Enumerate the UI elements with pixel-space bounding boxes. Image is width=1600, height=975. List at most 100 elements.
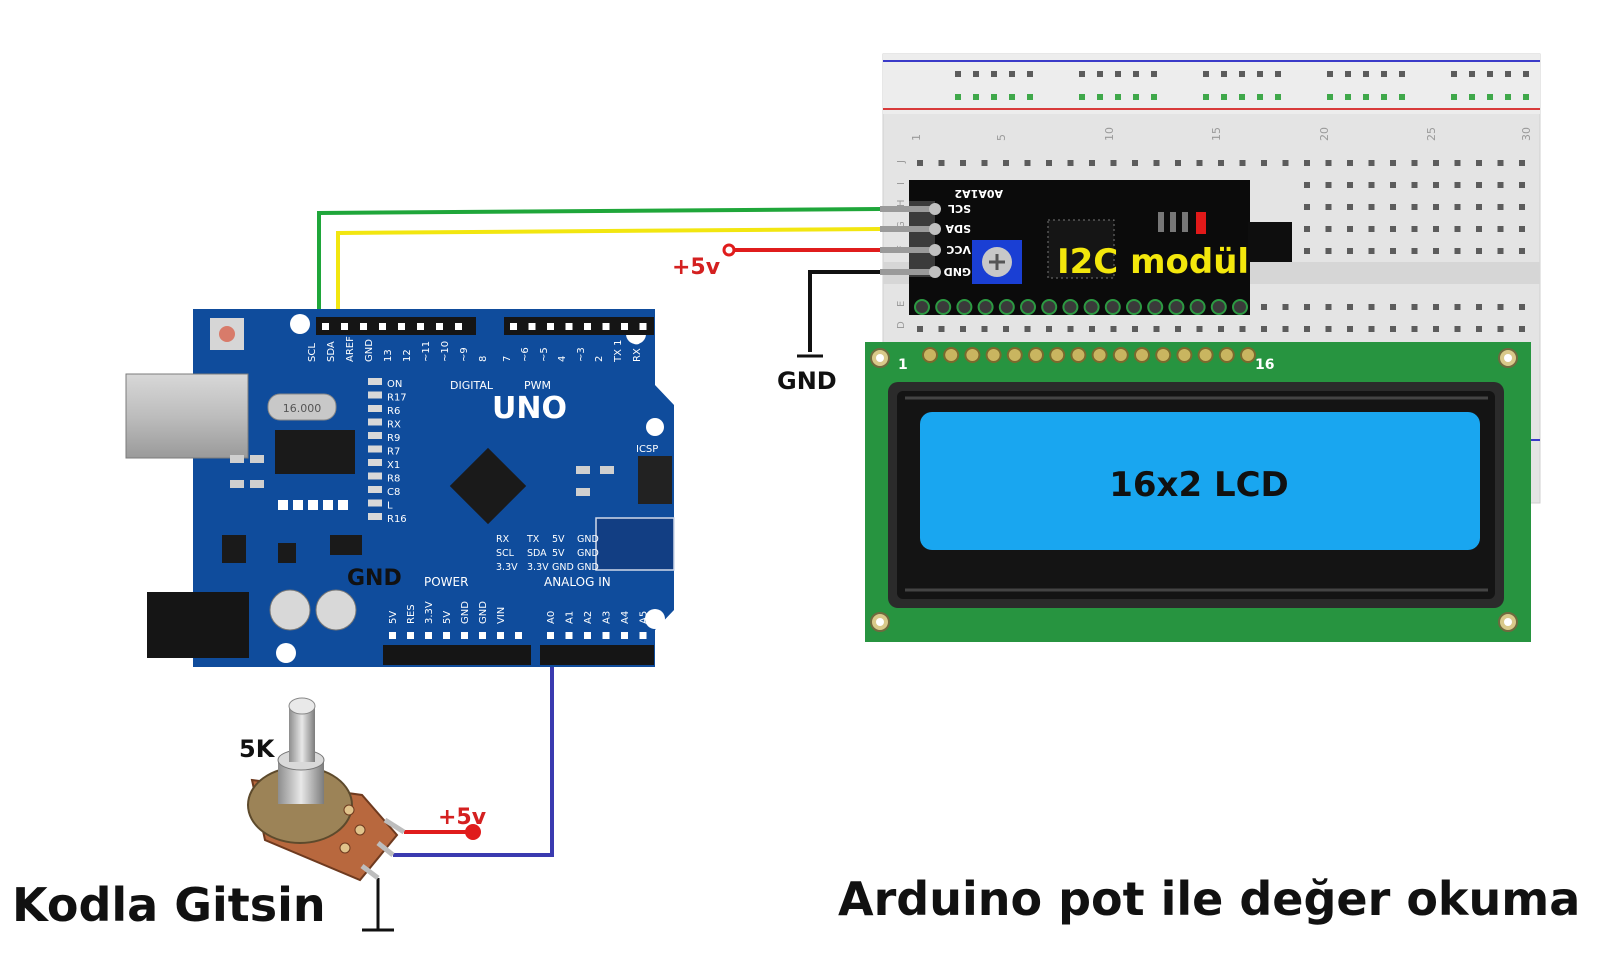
pot-5v-terminal [465, 824, 481, 840]
lcd-pin-16-label: 16 [1255, 357, 1274, 373]
led-label: R6 [387, 406, 400, 417]
i2c-pin-labels: SCL SDA VCC GND [944, 202, 971, 278]
label-5v-pot: +5v [438, 805, 487, 830]
i2c-module-label: I2C modül [1057, 242, 1249, 282]
header-pin-label: ~11 [421, 341, 432, 362]
led-label: R17 [387, 393, 407, 404]
analog-pin-label: A3 [602, 611, 613, 624]
breadboard-column-label: 15 [1210, 127, 1223, 141]
header-pin-label: 13 [383, 349, 394, 362]
usb-chip [275, 430, 355, 474]
analog-pin-label: A5 [639, 611, 650, 624]
i2c-pin-label: VCC [946, 243, 971, 256]
breadboard-row-label: E [896, 301, 907, 307]
crystal [267, 393, 337, 421]
digital-header-right [504, 317, 654, 335]
pot-pin-2 [376, 841, 395, 857]
i2c-pin-label: SCL [948, 202, 971, 215]
label-pot-value: 5K [239, 735, 276, 763]
comm-pin-label: GND [577, 534, 599, 545]
i2c-pin-label: GND [944, 265, 971, 278]
breadboard-holes [917, 71, 1529, 473]
wire-sda [336, 227, 881, 318]
power-pin-label: 3.3V [424, 601, 435, 624]
label-5v-i2c: +5v [672, 255, 721, 280]
led-label: R16 [387, 514, 407, 525]
analog-pin-label: A1 [565, 611, 576, 624]
header-pin-label: AREF [345, 336, 356, 362]
pot-shaft [289, 706, 315, 762]
breadboard-column-label: 10 [1103, 127, 1116, 141]
header-pin-label: ~9 [459, 347, 470, 362]
header-pin-label: RX 0 [632, 339, 643, 362]
label-power: POWER [424, 575, 468, 589]
analog-header [540, 645, 654, 665]
pot-pin-3 [360, 864, 380, 880]
comm-pin-label: 3.3V [527, 562, 549, 573]
atmega-chip [449, 447, 527, 525]
i2c-pin-header [880, 201, 941, 278]
i2c-jumper [1248, 222, 1292, 262]
wires [317, 207, 881, 932]
header-pin-label: 12 [402, 349, 413, 362]
led-label: L [387, 501, 393, 512]
breadboard-column-label: 5 [995, 134, 1008, 141]
breadboard-row-label: H [896, 199, 907, 207]
power-pin-label: VIN [496, 607, 507, 624]
header-pin-label: ~3 [576, 347, 587, 362]
led-label: C8 [387, 487, 400, 498]
analog-pin-label: A4 [620, 611, 631, 624]
arduino-uno: 16.000 UNO DIGITAL PWM POWER ANALOG IN I… [125, 309, 675, 667]
header-pin-label: 2 [594, 356, 605, 362]
digital-header-left [316, 317, 476, 335]
reset-button [219, 326, 235, 342]
i2c-address-label: A0A1A2 [954, 187, 1003, 200]
breadboard-column-label: 20 [1318, 127, 1331, 141]
breadboard-column-label: 25 [1425, 127, 1438, 141]
capacitor-1 [269, 589, 311, 631]
comm-pin-label: SCL [496, 548, 515, 559]
led-label: R9 [387, 433, 400, 444]
lcd-label: 16x2 LCD [1109, 465, 1289, 505]
comm-pin-label: 5V [552, 534, 565, 545]
breadboard-column-label: 30 [1520, 127, 1533, 141]
comm-pin-label: GND [577, 562, 599, 573]
usb-connector [125, 373, 249, 459]
header-pin-label: GND [364, 339, 375, 362]
i2c-module: SCL SDA VCC GND A0A1A2 I2C modül [880, 180, 1292, 315]
led-label: X1 [387, 460, 400, 471]
i2c-pin [880, 226, 932, 232]
capacitor-2 [315, 589, 357, 631]
comm-pin-label: 3.3V [496, 562, 518, 573]
label-gnd-arduino: GND [347, 566, 402, 591]
i2c-chip [1047, 219, 1115, 279]
breadboard-row-label: D [896, 321, 907, 329]
comm-pin-label: TX [526, 534, 540, 545]
lcd-pin-1-label: 1 [898, 357, 908, 373]
comm-pin-label: SDA [527, 548, 547, 559]
header-pin-label: 4 [557, 356, 568, 362]
board-model: UNO [492, 391, 567, 426]
wire-scl [317, 207, 881, 318]
led-label: RX [387, 420, 401, 431]
i2c-pin-label: SDA [945, 222, 971, 235]
label-icsp: ICSP [636, 444, 658, 455]
brand-caption: Kodla Gitsin [12, 878, 326, 932]
analog-pin-label: A2 [583, 611, 594, 624]
header-pin-label: SCL [307, 343, 318, 362]
led-label: ON [387, 379, 402, 390]
comm-pin-label: GND [552, 562, 574, 573]
pot-pin-1 [383, 817, 406, 835]
breadboard-row-label: I [896, 182, 907, 185]
comm-pin-label: RX [496, 534, 510, 545]
comm-pin-label: GND [577, 548, 599, 559]
i2c-pin [880, 206, 932, 212]
header-pin-label: TX 1 [613, 340, 624, 364]
power-pin-label: GND [460, 601, 471, 624]
lcd-screen [920, 412, 1480, 550]
power-pin-label: 5V [442, 611, 453, 624]
lcd-16x2: 1 16 16x2 LCD [865, 342, 1531, 642]
label-digital: DIGITAL [450, 379, 494, 392]
